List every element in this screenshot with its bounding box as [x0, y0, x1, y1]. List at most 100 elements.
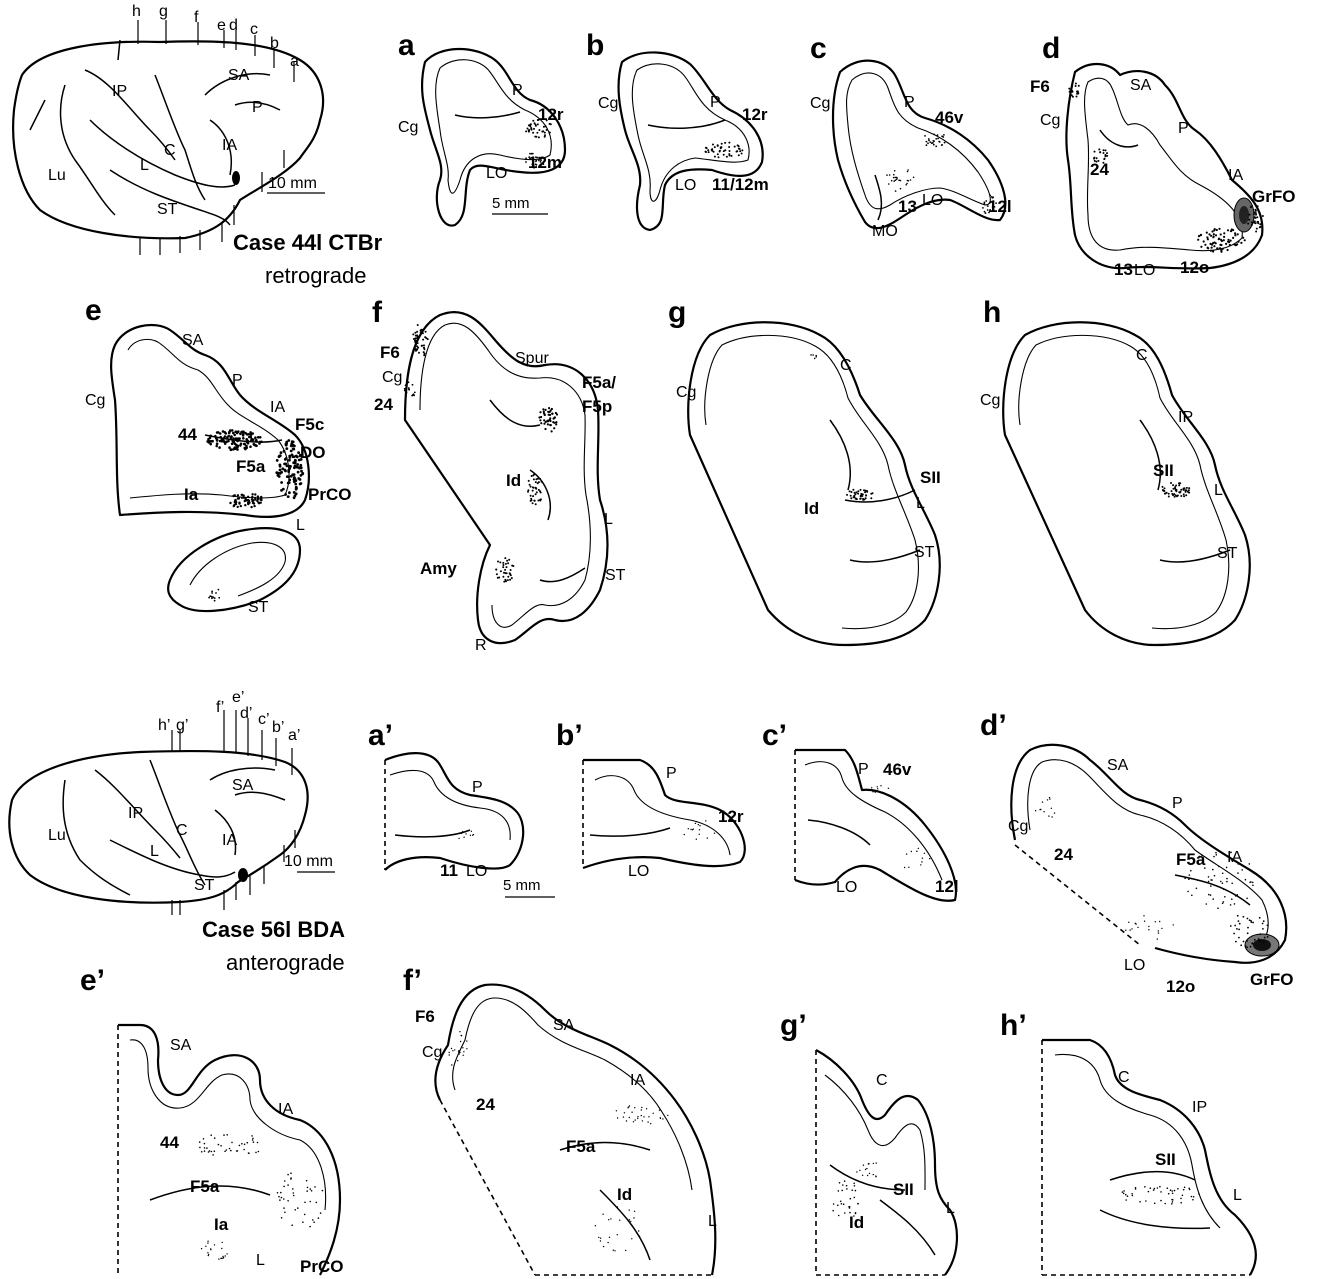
label-dot [535, 481, 537, 483]
label-dot [723, 154, 725, 156]
label-dot [1185, 494, 1187, 496]
label-dot [607, 1242, 608, 1243]
label-dot [252, 1139, 254, 1141]
label-dot [234, 447, 237, 450]
label-dot [555, 421, 557, 423]
section-a-prime: a’ P 11 LO 5 mm [368, 719, 555, 897]
label-dot [535, 163, 537, 165]
label-dot [1135, 1188, 1137, 1190]
label-dot [206, 1147, 208, 1149]
label-dot [1188, 879, 1190, 881]
label-dot [918, 848, 919, 849]
label-dot [227, 435, 230, 438]
label-dot [300, 466, 303, 469]
label-ep-ia-insula: Ia [214, 1215, 229, 1234]
label-dot [927, 142, 929, 144]
label-f-f5p: F5p [582, 397, 612, 416]
label-dp-24: 24 [1054, 845, 1073, 864]
label-d-lo: LO [1134, 262, 1155, 279]
label-dot [543, 163, 545, 165]
brain-bottom-label-c: C [176, 822, 188, 839]
label-dot [218, 1144, 220, 1146]
label-dot [867, 1175, 868, 1176]
label-dot [300, 482, 303, 485]
label-dot [294, 459, 297, 462]
label-dot [1251, 221, 1253, 223]
label-dot [854, 1197, 856, 1199]
label-dot [297, 1207, 299, 1209]
label-dot [530, 495, 532, 497]
label-dot [862, 499, 864, 501]
label-dot [738, 154, 740, 156]
label-dot [1104, 158, 1106, 160]
label-dot [739, 150, 741, 152]
label-dot [533, 167, 535, 169]
label-dot [1174, 496, 1176, 498]
label-dot [537, 500, 539, 502]
label-bp-12r: 12r [718, 807, 744, 826]
label-dot [293, 466, 296, 469]
label-dot [877, 786, 878, 787]
label-dot [1160, 1191, 1162, 1193]
label-dot [1222, 903, 1224, 905]
label-dot [457, 1060, 458, 1061]
label-dot [239, 1145, 241, 1147]
label-dot [1227, 249, 1229, 251]
label-dot [1246, 898, 1248, 900]
brain-label-ia: IA [222, 137, 237, 154]
label-dot [906, 853, 907, 854]
label-fp-24: 24 [476, 1095, 495, 1114]
label-ep-ia: IA [278, 1101, 293, 1118]
label-dot [222, 1256, 223, 1257]
label-dot [837, 1205, 839, 1207]
label-dot [458, 1050, 459, 1051]
label-dot [235, 503, 237, 505]
label-dot [838, 1215, 840, 1217]
label-dot [1257, 221, 1259, 223]
label-dot [1182, 1195, 1184, 1197]
label-dot [285, 447, 288, 450]
label-dot [1145, 1200, 1147, 1202]
label-dot [424, 353, 426, 355]
tick-label-a: a [290, 53, 299, 70]
label-dot [451, 1048, 452, 1049]
label-dot [276, 459, 279, 462]
label-dot [1236, 243, 1238, 245]
label-dot [508, 559, 510, 561]
label-dot [497, 577, 499, 579]
label-dot [1220, 881, 1222, 883]
label-dot [299, 455, 302, 458]
label-dot [614, 1250, 615, 1251]
label-dot [211, 597, 213, 599]
label-dot [414, 392, 416, 394]
brain-bottom-label-lu: Lu [48, 827, 66, 844]
label-dot [839, 1182, 841, 1184]
label-dot [248, 1153, 250, 1155]
label-dot [412, 333, 414, 335]
label-dot [1204, 867, 1206, 869]
label-dot [698, 824, 699, 825]
label-dot [1164, 493, 1166, 495]
label-dot [506, 560, 508, 562]
label-dot [880, 785, 881, 786]
label-dot [422, 339, 424, 341]
label-dot [865, 1169, 866, 1170]
label-dot [1256, 216, 1258, 218]
label-dot [1125, 1194, 1127, 1196]
label-dot [528, 156, 530, 158]
label-dot [1168, 493, 1170, 495]
label-dot [929, 141, 931, 143]
label-dot [1054, 812, 1055, 813]
case-title-top: Case 44l CTBr [233, 230, 383, 255]
label-dot [288, 459, 291, 462]
label-dot [855, 1212, 857, 1214]
label-dot [547, 423, 549, 425]
label-dot [900, 188, 902, 190]
label-d-24: 24 [1090, 160, 1109, 179]
label-dot [545, 421, 547, 423]
label-dot [253, 1141, 255, 1143]
label-dot [1234, 925, 1236, 927]
label-dot [987, 205, 989, 207]
brain-lateral-view-top: h g f e d c b a IP SA P C L IA Lu ST 10 … [13, 3, 325, 255]
